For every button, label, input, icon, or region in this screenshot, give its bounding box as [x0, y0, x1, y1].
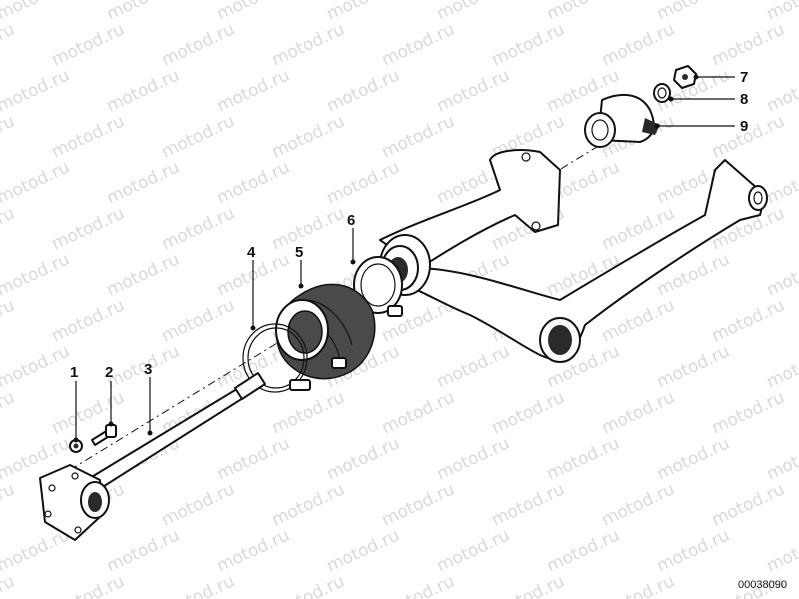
watermark-text: motod.ru [764, 157, 799, 208]
watermark-text: motod.ru [49, 19, 128, 70]
watermark-text: motod.ru [159, 19, 238, 70]
watermark-text: motod.ru [49, 111, 128, 162]
watermark-text: motod.ru [0, 111, 18, 162]
watermark-text: motod.ru [0, 0, 73, 25]
watermark-text: motod.ru [269, 19, 348, 70]
rubber-boot-5 [275, 283, 376, 380]
watermark-text: motod.ru [489, 571, 568, 599]
watermark-text: motod.ru [159, 479, 238, 530]
watermark-text: motod.ru [434, 65, 513, 116]
watermark-text: motod.ru [159, 111, 238, 162]
watermark-text: motod.ru [764, 249, 799, 300]
watermark-text: motod.ru [489, 479, 568, 530]
watermark-text: motod.ru [544, 433, 623, 484]
callout-2: 2 [105, 364, 113, 381]
bolt-2 [91, 424, 117, 446]
watermark-text: motod.ru [599, 479, 678, 530]
watermark-text: motod.ru [324, 157, 403, 208]
callout-8: 8 [740, 91, 748, 108]
watermark-text: motod.ru [214, 433, 293, 484]
watermark-text: motod.ru [49, 295, 128, 346]
watermark-text: motod.ru [764, 0, 799, 25]
watermark-text: motod.ru [0, 65, 73, 116]
watermark-text: motod.ru [104, 157, 183, 208]
watermark-text: motod.ru [214, 65, 293, 116]
watermark-text: motod.ru [709, 19, 788, 70]
watermark-text: motod.ru [379, 387, 458, 438]
watermark-text: motod.ru [0, 387, 18, 438]
watermark-text: motod.ru [104, 249, 183, 300]
watermark-text: motod.ru [324, 525, 403, 576]
watermark-text: motod.ru [599, 571, 678, 599]
reference-number: 00038090 [738, 579, 787, 591]
watermark-text: motod.ru [379, 571, 458, 599]
watermark-text: motod.ru [764, 65, 799, 116]
callout-1: 1 [70, 364, 78, 381]
clamp-ring-4 [242, 323, 311, 393]
callout-9: 9 [740, 118, 748, 135]
watermark-text: motod.ru [489, 19, 568, 70]
watermark-text: motod.ru [324, 433, 403, 484]
watermark-text: motod.ru [599, 19, 678, 70]
watermark-text: motod.ru [159, 295, 238, 346]
watermark-text: motod.ru [0, 157, 73, 208]
watermark-text: motod.ru [269, 479, 348, 530]
watermark-text: motod.ru [654, 525, 733, 576]
watermark-text: motod.ru [379, 479, 458, 530]
watermark-text: motod.ru [0, 295, 18, 346]
watermark-text: motod.ru [544, 525, 623, 576]
watermark-text: motod.ru [104, 525, 183, 576]
watermark-text: motod.ru [214, 525, 293, 576]
watermark-text: motod.ru [269, 387, 348, 438]
watermark-text: motod.ru [269, 571, 348, 599]
watermark-text: motod.ru [0, 341, 73, 392]
bushing-9 [584, 93, 660, 148]
callout-4: 4 [247, 244, 256, 261]
watermark-text: motod.ru [269, 203, 348, 254]
watermark-text: motod.ru [654, 341, 733, 392]
watermark-text: motod.ru [434, 525, 513, 576]
watermark-text: motod.ru [49, 203, 128, 254]
nut-7 [673, 65, 697, 89]
watermark-text: motod.ru [269, 111, 348, 162]
watermark-text: motod.ru [434, 433, 513, 484]
watermark-text: motod.ru [709, 295, 788, 346]
watermark-text: motod.ru [709, 479, 788, 530]
watermark-text: motod.ru [654, 433, 733, 484]
watermark-text: motod.ru [0, 249, 73, 300]
watermark-text: motod.ru [0, 479, 18, 530]
callout-5: 5 [295, 244, 303, 261]
watermark-text: motod.ru [379, 111, 458, 162]
callouts: 1 2 3 4 5 6 7 8 9 [70, 69, 748, 443]
watermark-text: motod.ru [709, 387, 788, 438]
ring-6 [353, 256, 403, 317]
callout-6: 6 [347, 212, 355, 229]
watermark-text: motod.ru [489, 387, 568, 438]
watermark-text: motod.ru [764, 433, 799, 484]
callout-7: 7 [740, 69, 748, 86]
watermark-text: motod.ru [434, 341, 513, 392]
watermark-text: motod.ru [0, 203, 18, 254]
callout-3: 3 [144, 361, 152, 378]
drive-shaft-3 [39, 372, 266, 541]
watermark-text: motod.ru [214, 157, 293, 208]
watermark-text: motod.ru [599, 387, 678, 438]
watermark-text: motod.ru [764, 525, 799, 576]
watermark-text: motod.ru [0, 571, 18, 599]
watermark-text: motod.ru [159, 571, 238, 599]
watermark-text: motod.ru [104, 65, 183, 116]
watermark-text: motod.ru [49, 571, 128, 599]
washer-8 [653, 83, 671, 103]
watermark-text: motod.ru [159, 203, 238, 254]
watermark-text: motod.ru [379, 19, 458, 70]
watermark-text: motod.ru [764, 341, 799, 392]
watermark-text: motod.ru [0, 19, 18, 70]
watermark-text: motod.ru [324, 65, 403, 116]
